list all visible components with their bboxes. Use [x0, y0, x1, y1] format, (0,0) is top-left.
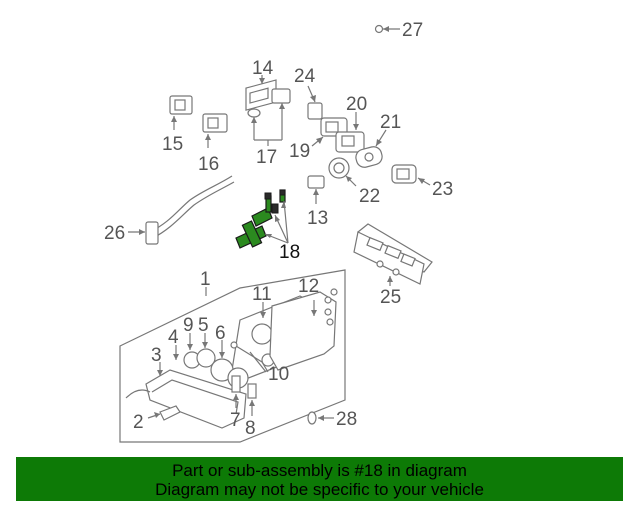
callout-18: 18	[279, 242, 300, 263]
part-3: 3	[145, 345, 247, 429]
callout-3: 3	[151, 345, 162, 366]
callout-6: 6	[215, 323, 226, 344]
part-15: 15	[162, 95, 193, 155]
callout-2: 2	[133, 412, 144, 433]
parts-diagram: 27 14 17 15 16 24	[104, 20, 453, 443]
callout-15: 15	[162, 134, 183, 155]
callout-11: 11	[252, 284, 272, 305]
callout-21: 21	[380, 112, 401, 133]
banner-line-2: Diagram may not be specific to your vehi…	[155, 480, 484, 499]
callout-19: 19	[289, 141, 310, 162]
part-16: 16	[198, 113, 228, 175]
callout-17: 17	[256, 147, 277, 168]
callout-28: 28	[336, 409, 357, 430]
part-20: 20	[335, 94, 367, 153]
part-10: 10	[230, 341, 289, 385]
callout-26: 26	[104, 223, 125, 244]
part-1-cluster-box: 1	[119, 269, 346, 443]
callout-7: 7	[230, 410, 241, 431]
part-13: 13	[307, 175, 328, 229]
info-banner: Part or sub-assembly is #18 in diagram D…	[16, 457, 623, 501]
part-22: 22	[328, 157, 380, 207]
callout-27: 27	[402, 20, 423, 41]
callout-14: 14	[252, 58, 274, 79]
callout-8: 8	[245, 418, 256, 439]
callout-4: 4	[168, 327, 179, 348]
part-gauges: 9 5 6 4	[168, 315, 249, 389]
part-2: 2	[125, 389, 181, 433]
part-7-8: 7 8	[230, 375, 257, 439]
callout-22: 22	[359, 186, 380, 207]
part-25: 25	[353, 223, 433, 308]
part-21: 21	[355, 112, 401, 168]
part-26: 26	[104, 175, 235, 245]
banner-line-1: Part or sub-assembly is #18 in diagram	[172, 461, 467, 480]
callout-1: 1	[200, 269, 211, 290]
callout-12: 12	[298, 276, 319, 297]
callout-13: 13	[307, 208, 328, 229]
part-27: 27	[374, 20, 423, 41]
part-23: 23	[391, 164, 453, 200]
callout-23: 23	[432, 179, 453, 200]
callout-9: 9	[183, 315, 194, 336]
part-14-17: 14 17	[245, 58, 291, 168]
callout-24: 24	[294, 66, 316, 87]
part-28: 28	[307, 409, 357, 430]
callout-25: 25	[380, 287, 401, 308]
callout-5: 5	[198, 315, 209, 336]
part-18-highlighted: 18	[235, 189, 300, 263]
callout-10: 10	[268, 364, 289, 385]
callout-16: 16	[198, 154, 219, 175]
part-24: 24	[294, 66, 323, 120]
part-12: 12	[269, 276, 338, 371]
callout-20: 20	[346, 94, 367, 115]
